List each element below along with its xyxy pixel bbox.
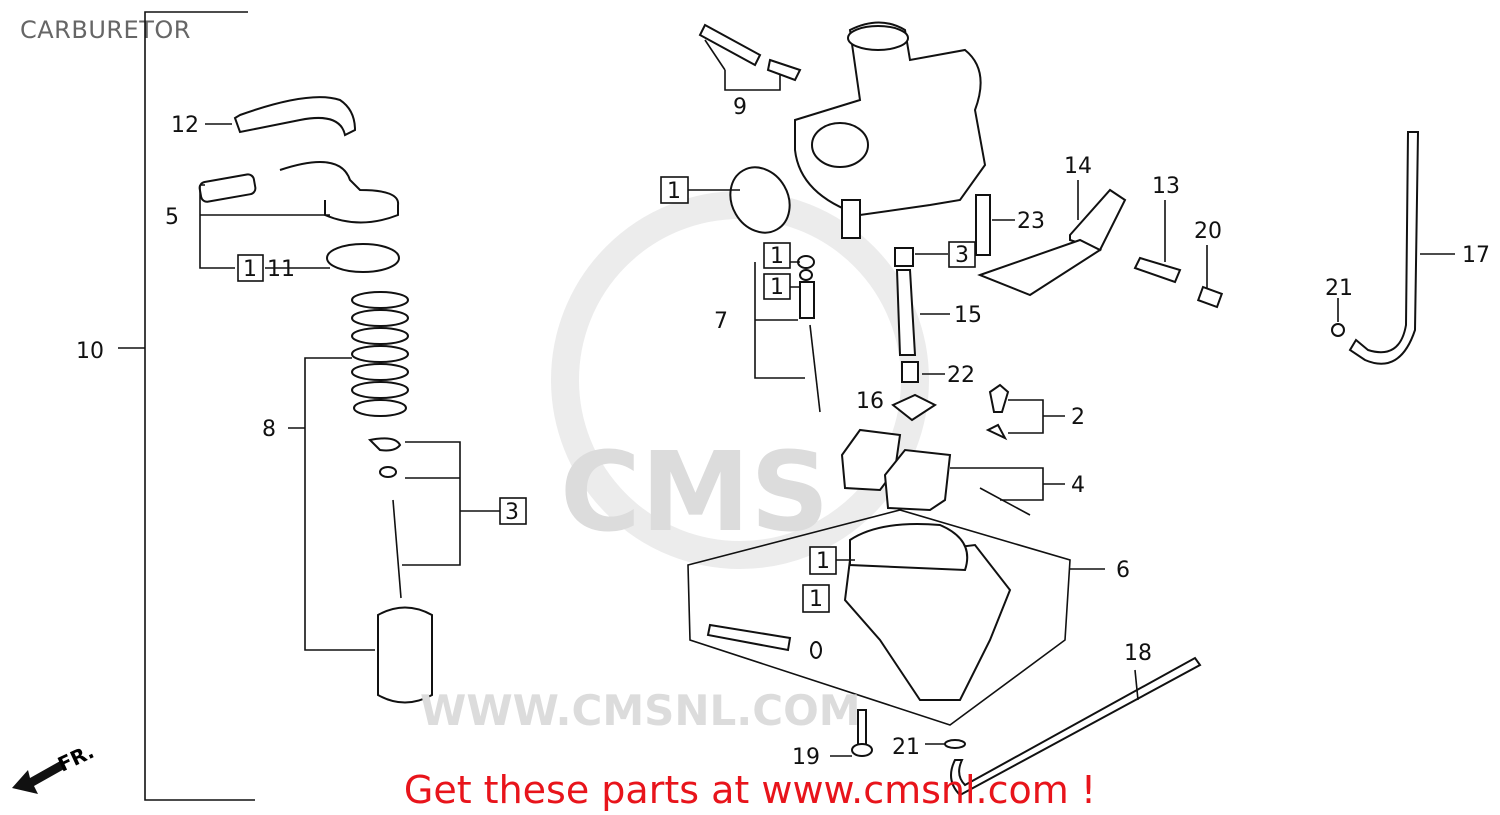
reference-boxes [237,176,976,613]
part-12-hose [233,96,357,137]
callout-6[interactable]: 6 [1116,558,1130,583]
callout-23[interactable]: 23 [1017,209,1045,234]
part-8-slide [377,606,433,704]
callout-17[interactable]: 17 [1462,243,1490,268]
part-8-spring [351,291,409,417]
diagram-title: CARBURETOR [20,16,191,44]
part-1-oring [729,166,791,234]
callout-15[interactable]: 15 [954,303,982,328]
left-assembly [198,96,500,704]
jets [754,194,1065,441]
part-9-screw [698,23,802,82]
callout-5[interactable]: 5 [165,205,179,230]
callout-1[interactable]: 1 [809,587,823,612]
callout-1[interactable]: 1 [770,275,784,300]
watermark: CMS WWW.CMSNL.COM [420,428,861,735]
callout-labels: 12 5 1 11 10 8 3 9 1 1 1 7 23 3 15 22 16… [76,95,1490,770]
watermark-logo: CMS [560,428,829,556]
callout-20[interactable]: 20 [1194,219,1222,244]
callout-14[interactable]: 14 [1064,154,1092,179]
callout-21[interactable]: 21 [892,735,920,760]
callout-12[interactable]: 12 [171,113,199,138]
float-bowl [687,428,1202,797]
callout-10[interactable]: 10 [76,339,104,364]
callout-1[interactable]: 1 [816,549,830,574]
callout-22[interactable]: 22 [947,363,975,388]
right-parts [977,131,1455,365]
callout-1[interactable]: 1 [243,257,257,282]
callout-1[interactable]: 1 [770,244,784,269]
callout-2[interactable]: 2 [1071,405,1085,430]
callout-4[interactable]: 4 [1071,473,1085,498]
callout-7[interactable]: 7 [714,309,728,334]
callout-3[interactable]: 3 [505,500,519,525]
callout-13[interactable]: 13 [1152,174,1180,199]
callout-3[interactable]: 3 [955,243,969,268]
footer-link[interactable]: Get these parts at www.cmsnl.com ! [403,768,1097,812]
callout-19[interactable]: 19 [792,745,820,770]
callout-18[interactable]: 18 [1124,641,1152,666]
callout-9[interactable]: 9 [733,95,747,120]
callout-1[interactable]: 1 [667,179,681,204]
part-11-oring [326,243,400,273]
part-5-fitting [198,173,257,203]
watermark-url: WWW.CMSNL.COM [420,686,861,735]
carburetor-body [698,21,987,239]
callout-8[interactable]: 8 [262,417,276,442]
callout-11[interactable]: 11 [267,257,295,282]
bracket-10 [118,11,255,801]
part-5-cap [279,161,400,224]
callout-16[interactable]: 16 [856,389,884,414]
callout-21[interactable]: 21 [1325,276,1353,301]
